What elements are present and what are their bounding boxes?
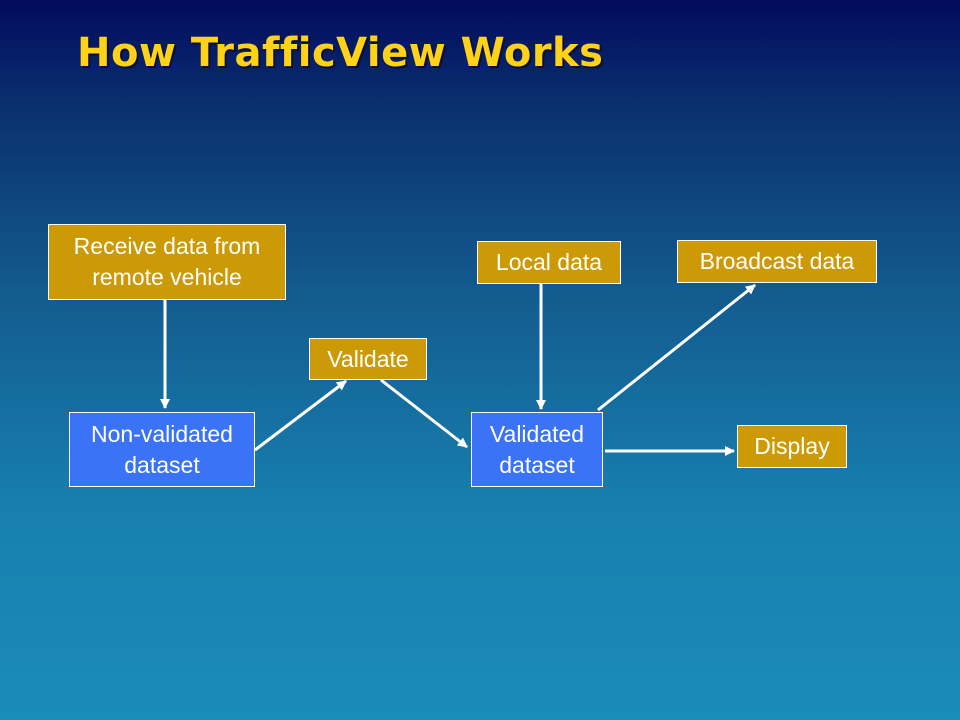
validate-node: Validate <box>309 338 427 380</box>
local-data-node: Local data <box>477 241 621 284</box>
non-validated-dataset-node: Non-validated dataset <box>69 412 255 487</box>
validated-line-1: Validated <box>489 420 585 447</box>
receive-data-line-2: remote vehicle <box>92 264 242 290</box>
non-validated-line-1: Non-validated <box>91 420 233 447</box>
slide-title: How TrafficView Works <box>77 30 604 76</box>
validated-dataset-node: Validated dataset <box>471 412 603 487</box>
receive-data-node: Receive data from remote vehicle <box>48 224 286 300</box>
arrow-validate-to-validated <box>380 378 468 449</box>
non-validated-line-2: dataset <box>124 451 200 478</box>
receive-data-line-1: Receive data from <box>73 233 261 259</box>
arrow-non-validated-to-validate <box>254 379 347 452</box>
arrow-validated-to-broadcast <box>597 283 756 412</box>
validated-line-2: dataset <box>499 451 575 478</box>
display-node: Display <box>737 425 847 468</box>
broadcast-data-node: Broadcast data <box>677 240 877 283</box>
